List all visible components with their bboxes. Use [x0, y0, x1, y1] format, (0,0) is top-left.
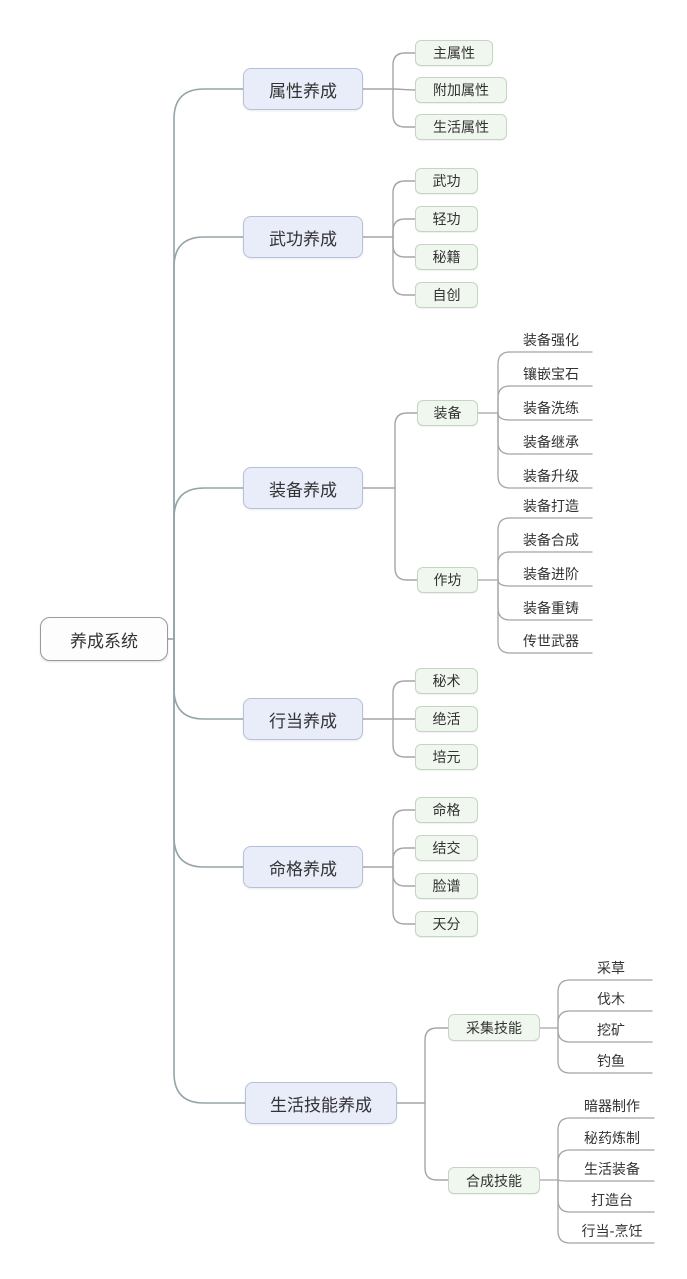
branch-node-fate: 命格养成: [243, 846, 363, 888]
connector: [392, 88, 416, 128]
root-node: 养成系统: [40, 617, 168, 661]
subbranch-node-equip: 装备: [417, 400, 478, 426]
connector: [392, 866, 416, 887]
leaf-node: 轻功: [415, 206, 478, 232]
connector: [392, 236, 416, 258]
leaf-node: 天分: [415, 911, 478, 937]
connector: [392, 866, 416, 925]
connector: [392, 809, 416, 868]
connector: [557, 1179, 655, 1182]
leaf-label: 装备升级: [523, 469, 579, 485]
leaf-node: 培元: [415, 744, 478, 770]
leaf-node: 绝活: [415, 706, 478, 732]
connector: [394, 487, 418, 581]
leaf-label: 秘药炼制: [584, 1131, 640, 1147]
subbranch-node-crafting: 合成技能: [448, 1167, 540, 1194]
leaf-label: 装备强化: [523, 333, 579, 349]
connector: [392, 88, 416, 91]
connector: [424, 1102, 449, 1181]
leaf-label: 镶嵌宝石: [523, 367, 579, 383]
leaf-label: 传世武器: [523, 634, 579, 650]
leaf-label: 伐木: [597, 992, 625, 1008]
branch-node-attribute: 属性养成: [243, 68, 363, 110]
connector: [392, 180, 416, 238]
leaf-node: 秘籍: [415, 244, 478, 270]
leaf-node: 结交: [415, 835, 478, 861]
leaf-label: 钓鱼: [597, 1054, 625, 1070]
leaf-node: 附加属性: [415, 77, 507, 103]
connector: [392, 680, 416, 720]
connector: [497, 517, 593, 581]
connector: [557, 1117, 655, 1181]
connector: [392, 847, 416, 868]
connector: [392, 218, 416, 238]
connector: [497, 351, 593, 414]
leaf-label: 暗器制作: [584, 1099, 640, 1115]
branch-node-lifeskill: 生活技能养成: [245, 1082, 397, 1124]
connector: [497, 412, 593, 489]
branch-node-equipment: 装备养成: [243, 467, 363, 509]
leaf-node: 自创: [415, 282, 478, 308]
leaf-label: 挖矿: [597, 1023, 625, 1039]
leaf-label: 采草: [597, 961, 625, 977]
leaf-label: 打造台: [591, 1193, 633, 1209]
connector: [392, 236, 416, 296]
connector: [557, 1149, 655, 1181]
leaf-node: 脸谱: [415, 873, 478, 899]
connector: [557, 1179, 655, 1244]
connector: [557, 979, 653, 1029]
connector-branch-wugong: [173, 236, 244, 640]
connector-branch-mingge: [173, 638, 244, 868]
connector-branch-shenghuo: [173, 638, 246, 1104]
leaf-label: 装备洗练: [523, 401, 579, 417]
connector: [392, 52, 416, 90]
connector: [497, 551, 593, 581]
leaf-label: 装备重铸: [523, 601, 579, 617]
connector-branch-hangdang: [173, 638, 244, 720]
leaf-label: 装备进阶: [523, 567, 579, 583]
connector-branch-zhuangbei: [173, 487, 244, 640]
leaf-node: 秘术: [415, 668, 478, 694]
leaf-node: 生活属性: [415, 114, 507, 140]
leaf-node: 命格: [415, 797, 478, 823]
connector: [557, 1010, 653, 1029]
branch-node-profession: 行当养成: [243, 698, 363, 740]
leaf-label: 行当-烹饪: [581, 1224, 643, 1240]
connector-branch-attr: [173, 88, 244, 640]
connector: [497, 385, 593, 414]
connector: [497, 579, 593, 654]
leaf-label: 生活装备: [584, 1162, 640, 1178]
subbranch-node-workshop: 作坊: [417, 567, 478, 593]
branch-node-martial: 武功养成: [243, 216, 363, 258]
leaf-node: 主属性: [415, 40, 493, 66]
leaf-label: 装备打造: [523, 499, 579, 515]
leaf-label: 装备继承: [523, 435, 579, 451]
connector: [424, 1027, 449, 1104]
leaf-node: 武功: [415, 168, 478, 194]
connector: [392, 718, 416, 758]
connector: [557, 1027, 653, 1074]
leaf-label: 装备合成: [523, 533, 579, 549]
subbranch-node-gathering: 采集技能: [448, 1014, 540, 1041]
connector: [394, 412, 418, 489]
